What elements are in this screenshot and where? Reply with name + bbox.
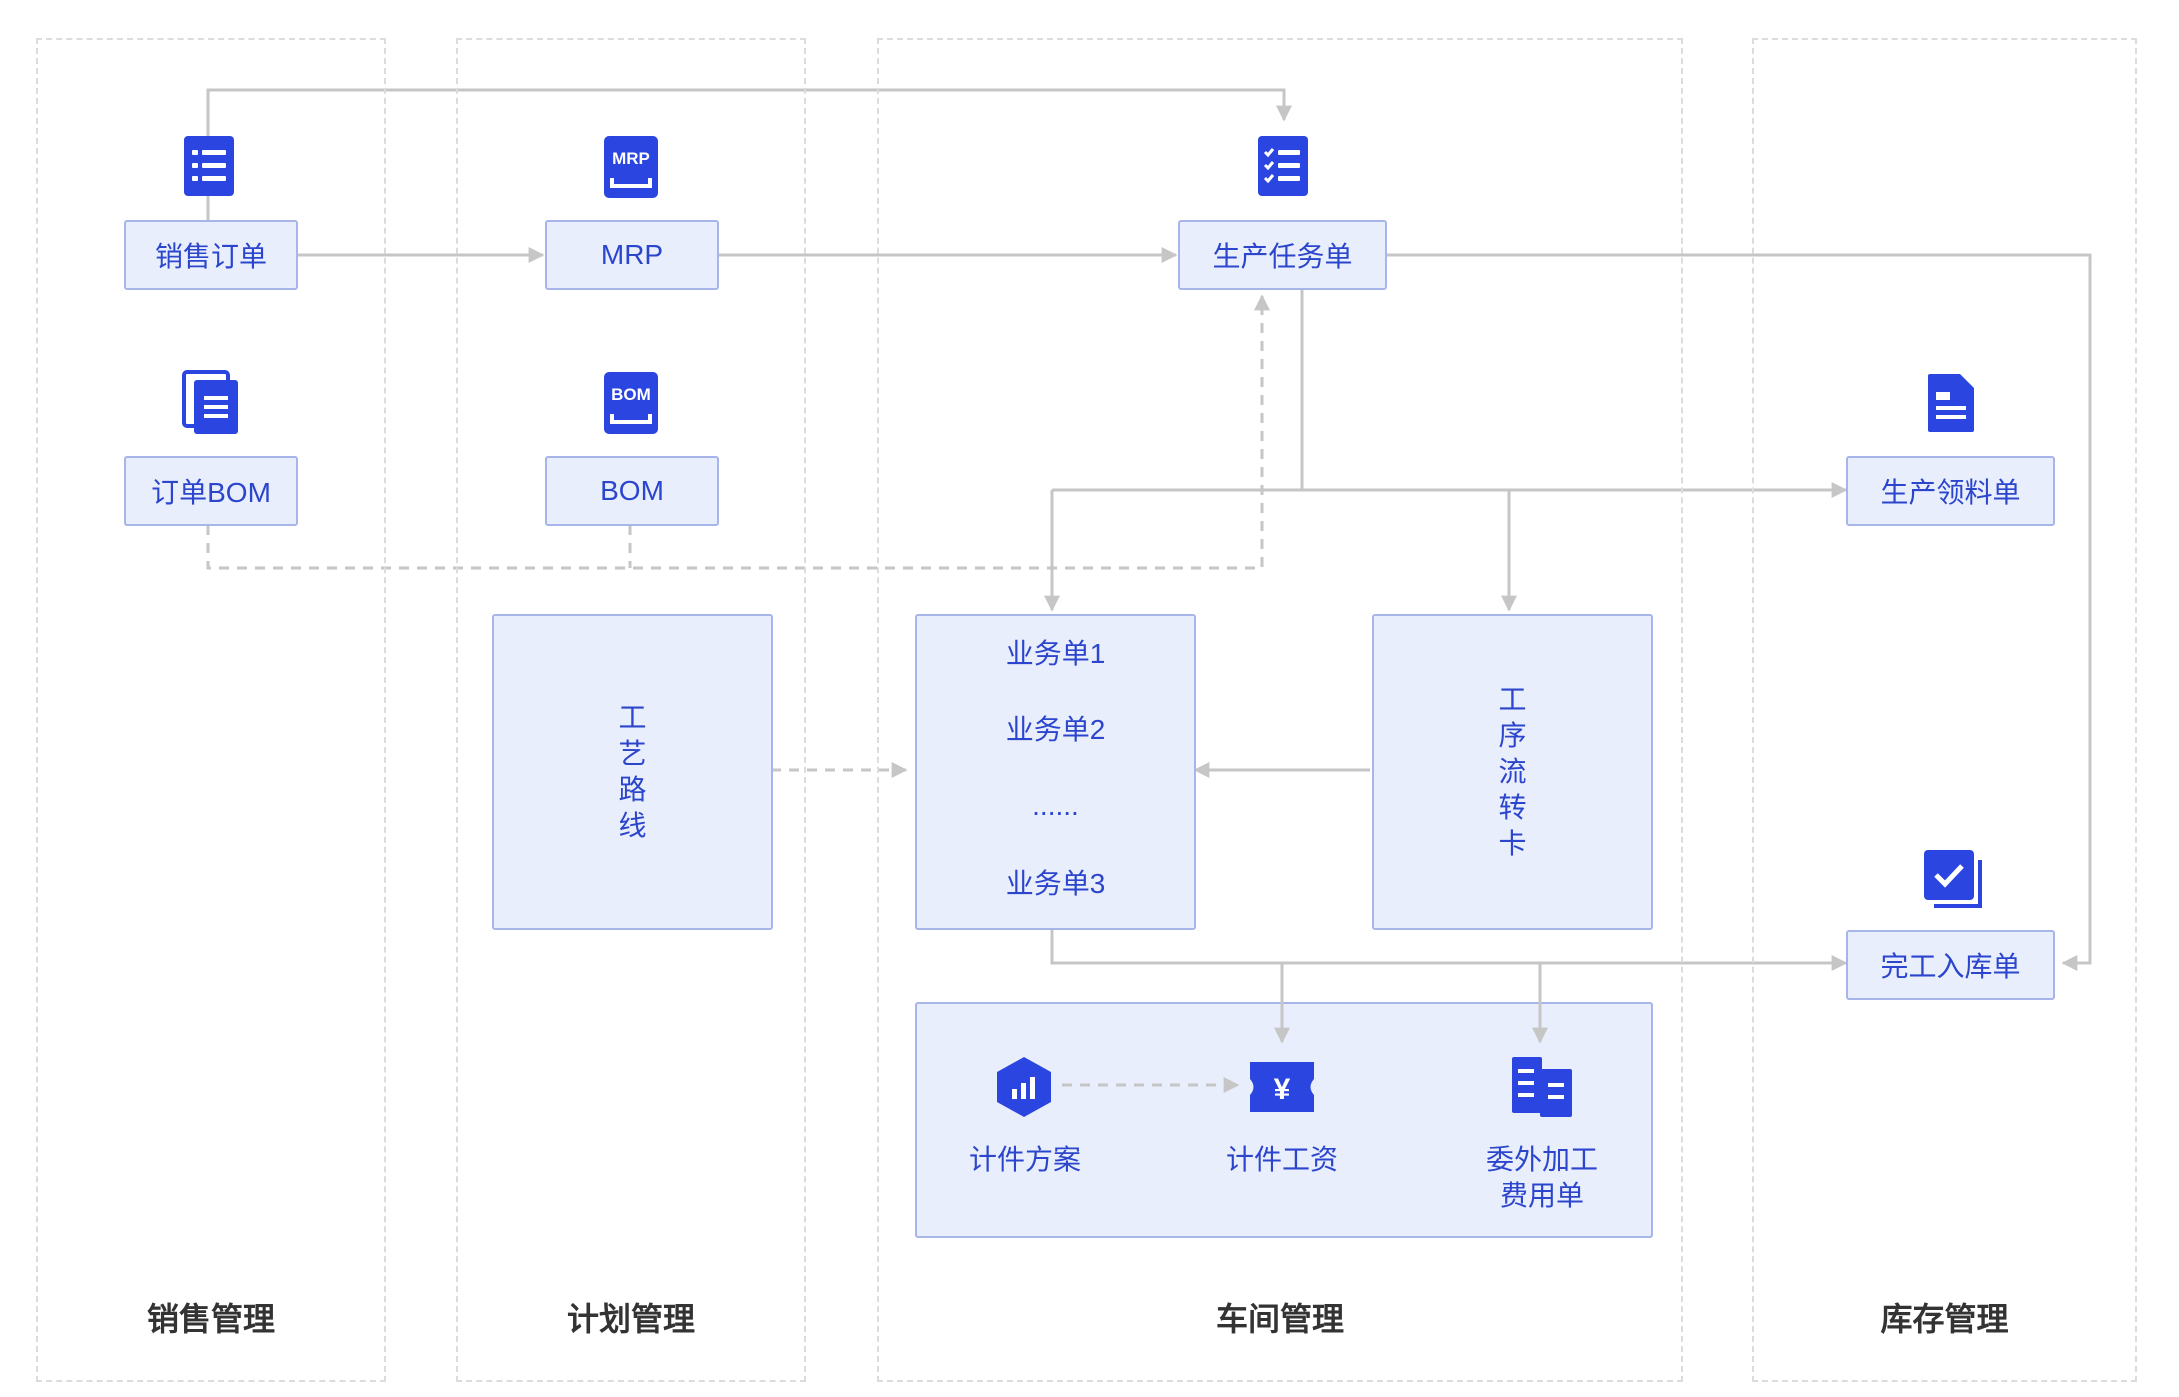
bom-label: BOM (600, 475, 664, 506)
check-box-icon (1922, 848, 1984, 910)
material-requisition-label: 生产领料单 (1880, 477, 2021, 508)
process-route-node[interactable]: 工 艺 路 线 (492, 614, 773, 930)
lane-plan: 计划管理 (456, 38, 806, 1382)
business-order-3: 业务单3 (1005, 868, 1106, 899)
lane-sales: 销售管理 (36, 38, 386, 1382)
business-order-2: 业务单2 (1005, 714, 1106, 745)
lane-title-inventory: 库存管理 (1880, 1301, 2009, 1337)
mrp-label: MRP (600, 239, 664, 270)
stacked-documents-icon (182, 370, 240, 436)
checklist-icon (1256, 134, 1310, 198)
completion-receipt-label: 完工入库单 (1880, 951, 2021, 982)
hexagon-chart-icon (995, 1055, 1053, 1119)
piece-wage-label[interactable]: 计件工资 (1225, 1144, 1338, 1175)
order-bom-node[interactable]: 订单BOM (124, 456, 298, 526)
piece-plan-label[interactable]: 计件方案 (968, 1144, 1081, 1175)
production-task-label: 生产任务单 (1212, 241, 1353, 272)
arrow-production-task-to-completion-receipt (1386, 253, 2092, 971)
outsource-fee-label[interactable]: 委外加工 费用单 (1457, 1142, 1627, 1214)
list-document-icon (182, 134, 236, 198)
sales-order-node[interactable]: 销售订单 (124, 220, 298, 290)
mrp-badge-text: MRP (612, 149, 650, 168)
process-card-char: 序 (1498, 720, 1527, 751)
dashed-order-bom-to-production-task (206, 294, 1270, 570)
process-card-node[interactable]: 工 序 流 转 卡 (1372, 614, 1653, 930)
process-card-char: 转 (1498, 792, 1527, 823)
lane-title-plan: 计划管理 (566, 1301, 695, 1337)
mrp-node[interactable]: MRP (545, 220, 719, 290)
process-route-char: 艺 (618, 738, 647, 769)
production-task-node[interactable]: 生产任务单 (1178, 220, 1387, 290)
process-route-char: 线 (618, 810, 647, 841)
material-requisition-node[interactable]: 生产领料单 (1846, 456, 2055, 526)
outsource-fee-line: 费用单 (1499, 1180, 1584, 1211)
mrp-badge-icon: MRP (602, 134, 660, 200)
business-orders-node[interactable]: 业务单1 业务单2 ...... 业务单3 (915, 614, 1196, 930)
business-order-1: 业务单1 (1005, 638, 1106, 669)
process-route-char: 工 (618, 702, 647, 733)
yen-ticket-icon: ¥ (1248, 1060, 1316, 1114)
bom-badge-icon: BOM (602, 370, 660, 436)
process-card-char: 工 (1498, 684, 1527, 715)
bom-node[interactable]: BOM (545, 456, 719, 526)
lane-workshop: 车间管理 (877, 38, 1683, 1382)
outsource-fee-line: 委外加工 (1485, 1144, 1598, 1175)
line-business-orders-bottom (1050, 925, 1848, 971)
lane-title-sales: 销售管理 (146, 1301, 275, 1337)
process-card-char: 卡 (1498, 828, 1527, 859)
bom-badge-text: BOM (611, 385, 651, 404)
lane-inventory: 库存管理 (1752, 38, 2137, 1382)
lane-title-workshop: 车间管理 (1215, 1301, 1344, 1337)
business-order-ellipsis: ...... (1032, 790, 1079, 821)
sales-order-label: 销售订单 (154, 241, 267, 272)
process-card-char: 流 (1498, 756, 1527, 787)
document-icon (1926, 372, 1976, 434)
split-document-icon (1510, 1055, 1574, 1119)
yen-symbol: ¥ (1274, 1073, 1291, 1106)
process-route-char: 路 (618, 774, 647, 805)
order-bom-label: 订单BOM (151, 477, 271, 508)
completion-receipt-node[interactable]: 完工入库单 (1846, 930, 2055, 1000)
